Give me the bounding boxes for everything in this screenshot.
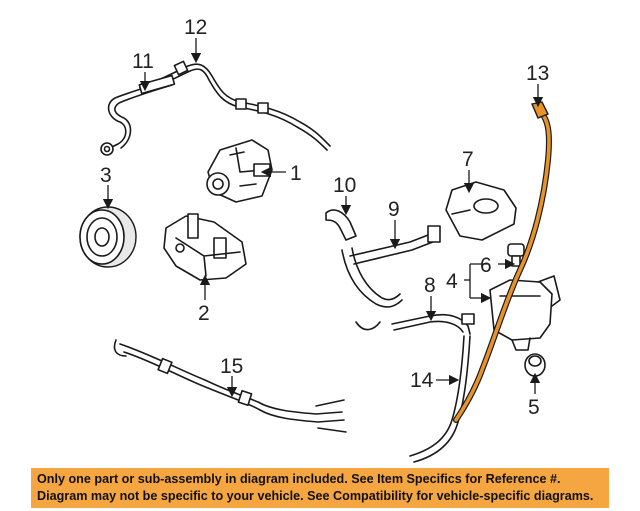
- part-12-pressure-line: [139, 60, 331, 151]
- callout-1: 1: [290, 162, 302, 185]
- part-3-pulley: [79, 206, 137, 268]
- part-5-grommet: [524, 353, 546, 377]
- part-8-hose: [391, 313, 475, 335]
- part-10-elbow-hose: [325, 209, 357, 241]
- callout-15: 15: [220, 355, 243, 378]
- part-1-power-steering-pump: [206, 139, 273, 203]
- callout-labels: 1 2 3 4 5 6 7 8 9 10 11 12 13 14 15: [100, 16, 549, 419]
- part-6-reservoir-cap: [507, 243, 525, 267]
- callout-7: 7: [462, 148, 474, 171]
- callout-3: 3: [100, 164, 112, 187]
- part-9-return-hose: [341, 225, 441, 331]
- disclaimer-line-2: Diagram may not be specific to your vehi…: [37, 489, 594, 503]
- callout-5: 5: [528, 396, 540, 419]
- callout-10: 10: [333, 174, 356, 197]
- callout-6: 6: [480, 254, 492, 277]
- disclaimer-banner: Only one part or sub-assembly in diagram…: [31, 468, 609, 508]
- callout-12: 12: [184, 16, 207, 39]
- callout-9: 9: [388, 198, 400, 221]
- part-2-mounting-bracket: [163, 213, 247, 281]
- part-7-reservoir-cover: [445, 181, 517, 241]
- callout-8: 8: [424, 274, 436, 297]
- part-11-line-fitting: [100, 74, 176, 156]
- leader-lines: [102, 38, 544, 398]
- callout-13: 13: [526, 62, 549, 85]
- callout-4: 4: [446, 270, 458, 293]
- part-15-cooler-line: [113, 339, 347, 433]
- disclaimer-line-1: Only one part or sub-assembly in diagram…: [37, 472, 561, 486]
- callout-2: 2: [198, 302, 210, 325]
- part-14-long-hose: [409, 335, 471, 463]
- callout-14: 14: [410, 369, 434, 392]
- callout-11: 11: [132, 50, 154, 73]
